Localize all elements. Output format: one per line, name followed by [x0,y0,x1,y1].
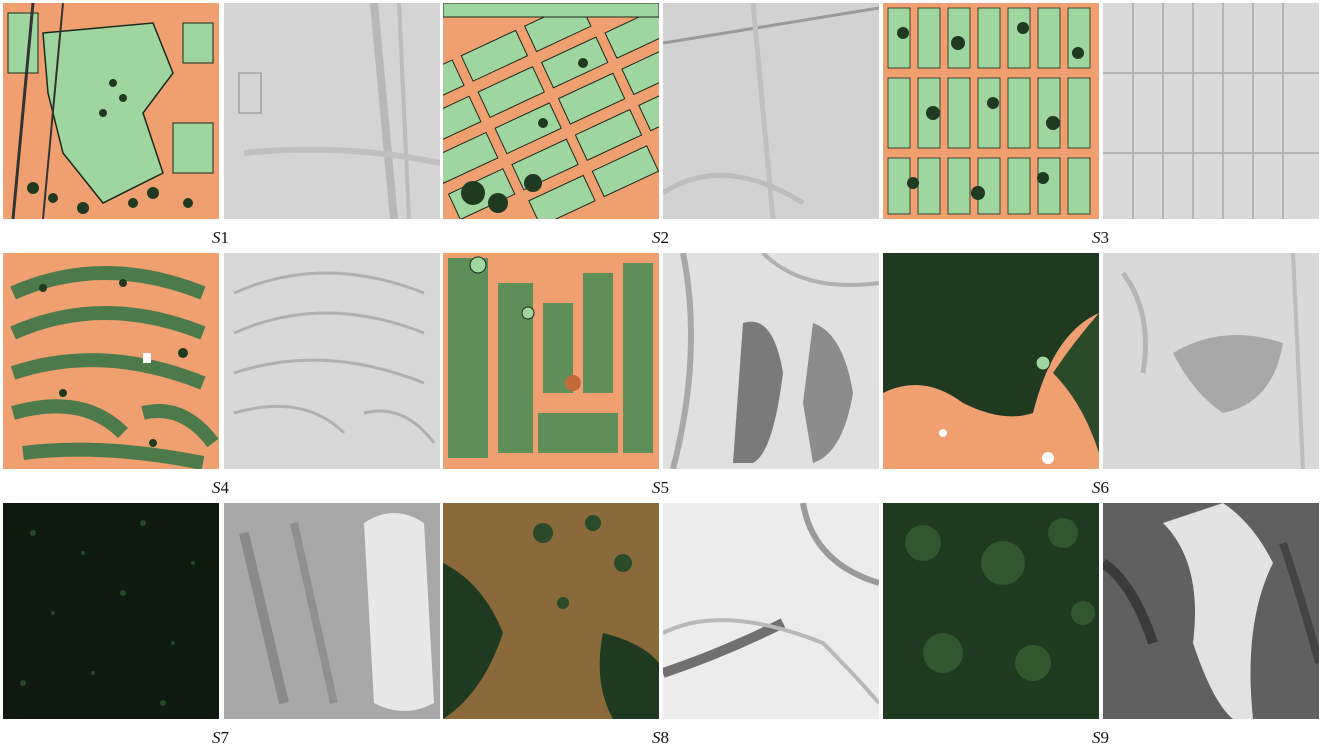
orthophoto-image [3,503,219,719]
sample-label-s6: S6 [1092,478,1109,497]
s1-hillshade-dem-image [224,3,440,219]
s4-hillshade-dem-image [224,253,440,469]
s5-hillshade-dem-image [663,253,879,469]
s9-hillshade-dem-image [1103,503,1319,719]
hillshade-dem-image [1103,3,1319,219]
s6-hillshade-dem-image [1103,253,1319,469]
s6-orthophoto-image [883,253,1099,469]
orthophoto-image [883,3,1099,219]
s9-orthophoto-image [883,503,1099,719]
hillshade-dem-image [1103,253,1319,469]
s4-orthophoto-image [3,253,219,469]
s8-hillshade-dem-image [663,503,879,719]
sample-label-s3: S3 [1092,228,1109,247]
s8-orthophoto-image [443,503,659,719]
sample-label-s4: S4 [212,478,229,497]
orthophoto-image [443,503,659,719]
hillshade-dem-image [663,503,879,719]
orthophoto-image [443,253,659,469]
sample-label-s9: S9 [1092,728,1109,747]
hillshade-dem-image [224,503,440,719]
s1-orthophoto-image [3,3,219,219]
orthophoto-image [443,3,659,219]
sample-label-s7: S7 [212,728,229,747]
sample-label-s2: S2 [652,228,669,247]
s5-orthophoto-image [443,253,659,469]
sample-label-s8: S8 [652,728,669,747]
orthophoto-image [883,253,1099,469]
s3-orthophoto-image [883,3,1099,219]
s7-orthophoto-image [3,503,219,719]
hillshade-dem-image [663,253,879,469]
orthophoto-image [883,503,1099,719]
hillshade-dem-image [1103,503,1319,719]
sample-label-s1: S1 [212,228,229,247]
hillshade-dem-image [224,253,440,469]
hillshade-dem-image [663,3,879,219]
hillshade-dem-image [224,3,440,219]
sample-label-s5: S5 [652,478,669,497]
s2-hillshade-dem-image [663,3,879,219]
s3-hillshade-dem-image [1103,3,1319,219]
orthophoto-image [3,3,219,219]
s7-hillshade-dem-image [224,503,440,719]
orthophoto-image [3,253,219,469]
s2-orthophoto-image [443,3,659,219]
